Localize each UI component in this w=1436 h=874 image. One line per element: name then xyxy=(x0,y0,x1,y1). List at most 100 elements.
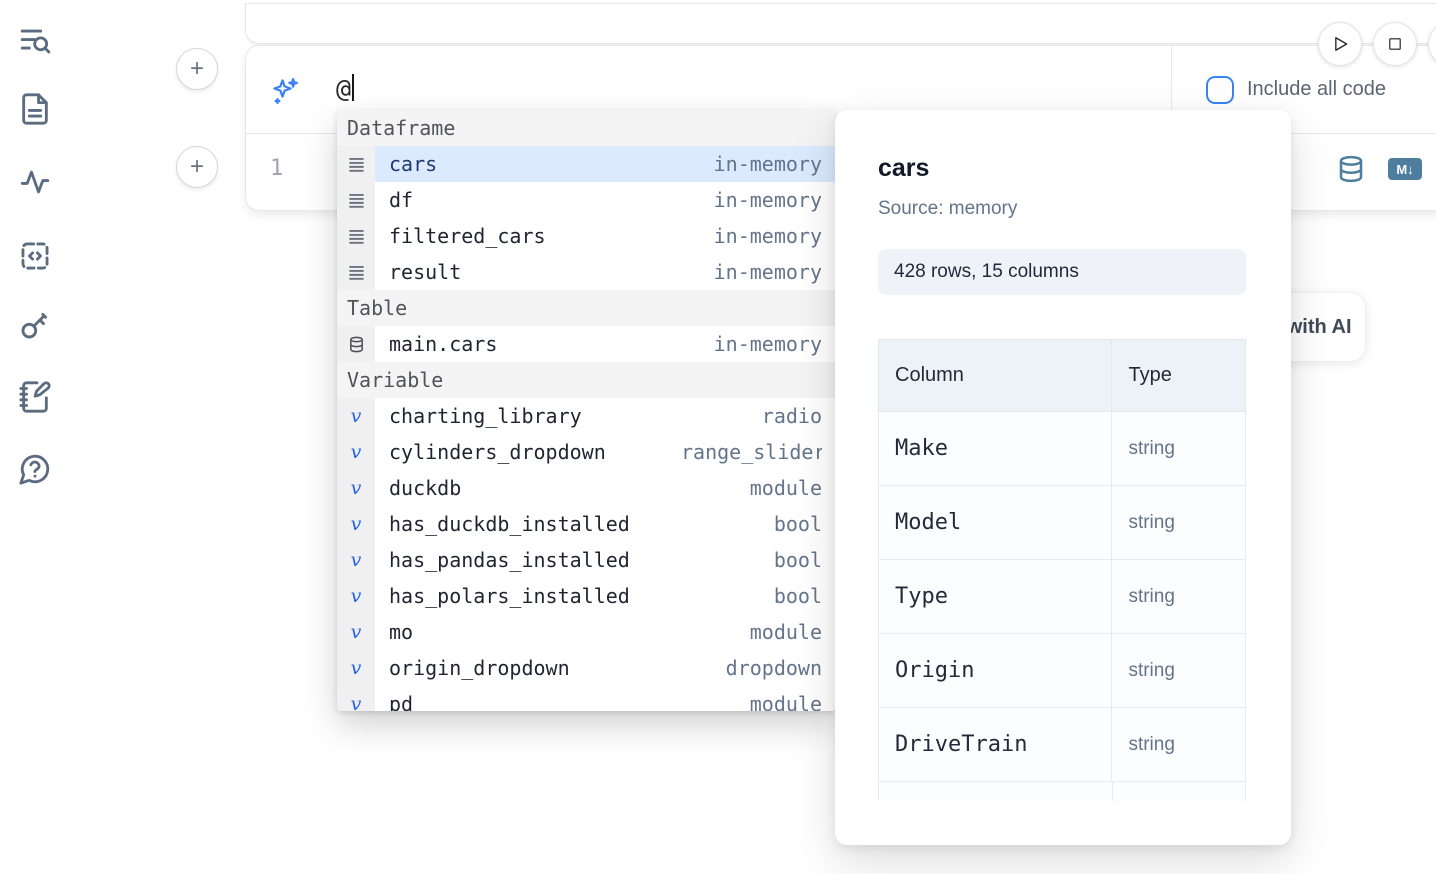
item-name: has_duckdb_installed xyxy=(389,512,630,536)
item-name: origin_dropdown xyxy=(389,656,570,680)
item-name: pd xyxy=(389,692,414,711)
schema-row: Origin string xyxy=(878,633,1246,708)
column-header: Column xyxy=(878,339,1113,412)
autocomplete-item[interactable]: has_duckdb_installed bool xyxy=(337,506,835,542)
autocomplete-item[interactable]: cylinders_dropdown range_slider xyxy=(337,434,835,470)
activity-icon[interactable] xyxy=(18,163,56,201)
include-all-code-label: Include all code xyxy=(1247,78,1386,100)
column-name: Type xyxy=(895,584,948,609)
dataframe-icon xyxy=(348,265,364,280)
line-number: 1 xyxy=(270,156,284,181)
schema-body: Make string Model string Type string Ori… xyxy=(878,411,1246,782)
item-type: in-memory xyxy=(713,260,822,284)
autocomplete-item[interactable]: origin_dropdown dropdown xyxy=(337,650,835,686)
item-type: in-memory xyxy=(713,152,822,176)
clipped-table-row xyxy=(878,782,1246,801)
variable-icon xyxy=(351,693,362,711)
sidebar xyxy=(0,0,72,874)
notebook-pen-icon[interactable] xyxy=(18,378,56,416)
item-name: result xyxy=(389,260,462,284)
item-type: module xyxy=(749,692,822,711)
item-name: mo xyxy=(389,620,414,644)
item-name: df xyxy=(389,188,414,212)
stop-icon xyxy=(1389,38,1401,50)
autocomplete-item[interactable]: has_polars_installed bool xyxy=(337,578,835,614)
variable-icon xyxy=(351,477,362,499)
table-database-icon xyxy=(349,336,363,352)
item-name: has_pandas_installed xyxy=(389,548,630,572)
autocomplete-section-header: Dataframe xyxy=(337,110,835,146)
variable-icon xyxy=(351,621,362,643)
column-name: Model xyxy=(895,510,962,535)
type-header: Type xyxy=(1111,339,1246,412)
stop-button[interactable] xyxy=(1373,22,1417,66)
autocomplete-item[interactable]: pd module xyxy=(337,686,835,711)
item-name: main.cars xyxy=(389,332,498,356)
column-type: string xyxy=(1128,659,1175,681)
item-type: bool xyxy=(773,584,822,608)
variable-icon xyxy=(351,657,362,679)
item-name: duckdb xyxy=(389,476,462,500)
code-editor-row[interactable]: 1 M↓ xyxy=(246,134,1436,211)
ai-prompt-input[interactable]: @ xyxy=(336,74,355,103)
variable-icon xyxy=(351,513,362,535)
autocomplete-section-header: Variable xyxy=(337,362,835,398)
dataframe-icon xyxy=(348,229,364,244)
item-type: in-memory xyxy=(713,224,822,248)
item-name: cylinders_dropdown xyxy=(389,440,606,464)
item-type: module xyxy=(749,476,822,500)
schema-table: Column Type Make string Model string Typ… xyxy=(878,339,1246,782)
autocomplete-item[interactable]: df in-memory xyxy=(337,182,835,218)
database-icon[interactable] xyxy=(1336,154,1366,184)
column-name: Make xyxy=(895,436,948,461)
item-type: in-memory xyxy=(713,188,822,212)
schema-header-row: Column Type xyxy=(878,339,1246,412)
item-type: bool xyxy=(773,512,822,536)
list-search-icon[interactable] xyxy=(18,22,56,60)
file-text-icon[interactable] xyxy=(18,90,56,128)
run-button[interactable] xyxy=(1318,22,1362,66)
item-type: dropdown xyxy=(725,656,822,680)
column-name: Origin xyxy=(895,658,975,683)
schema-row: Make string xyxy=(878,411,1246,486)
column-type: string xyxy=(1128,437,1175,459)
autocomplete-dropdown: Dataframe cars in-memory xyxy=(337,110,835,711)
dataframe-preview-panel: cars Source: memory 428 rows, 15 columns… xyxy=(835,110,1291,845)
item-type: range_slider xyxy=(681,440,822,464)
add-cell-below-button[interactable]: + xyxy=(176,146,218,188)
include-all-code-checkbox[interactable] xyxy=(1206,75,1234,104)
preview-title: cars xyxy=(878,154,930,182)
help-message-icon[interactable] xyxy=(18,450,56,488)
autocomplete-item[interactable]: has_pandas_installed bool xyxy=(337,542,835,578)
schema-row: DriveTrain string xyxy=(878,707,1246,782)
key-icon[interactable] xyxy=(18,306,56,344)
item-type: module xyxy=(749,620,822,644)
variable-icon xyxy=(351,549,362,571)
add-cell-above-button[interactable]: + xyxy=(176,48,218,90)
previous-cell-edge xyxy=(245,3,1436,44)
autocomplete-list: Dataframe cars in-memory xyxy=(337,110,835,711)
text-caret xyxy=(352,74,355,101)
preview-source: Source: memory xyxy=(878,198,1018,219)
dataframe-icon xyxy=(348,193,364,208)
markdown-export-icon[interactable]: M↓ xyxy=(1388,158,1422,180)
column-type: string xyxy=(1128,511,1175,533)
schema-table-container: Column Type Make string Model string Typ… xyxy=(878,339,1246,801)
autocomplete-item[interactable]: main.cars in-memory xyxy=(337,326,835,362)
autocomplete-item[interactable]: result in-memory xyxy=(337,254,835,290)
prompt-options: Include all code xyxy=(1171,46,1436,133)
autocomplete-item[interactable]: duckdb module xyxy=(337,470,835,506)
item-type: bool xyxy=(773,548,822,572)
item-name: filtered_cars xyxy=(389,224,546,248)
variable-icon xyxy=(351,405,362,427)
autocomplete-item[interactable]: filtered_cars in-memory xyxy=(337,218,835,254)
autocomplete-item[interactable]: cars in-memory xyxy=(337,146,835,182)
autocomplete-item[interactable]: mo module xyxy=(337,614,835,650)
shape-badge: 428 rows, 15 columns xyxy=(878,249,1246,295)
autocomplete-item[interactable]: charting_library radio xyxy=(337,398,835,434)
item-type: in-memory xyxy=(713,332,822,356)
sparkles-icon xyxy=(273,78,298,104)
code-square-icon[interactable] xyxy=(18,237,56,275)
play-icon xyxy=(1335,37,1348,51)
